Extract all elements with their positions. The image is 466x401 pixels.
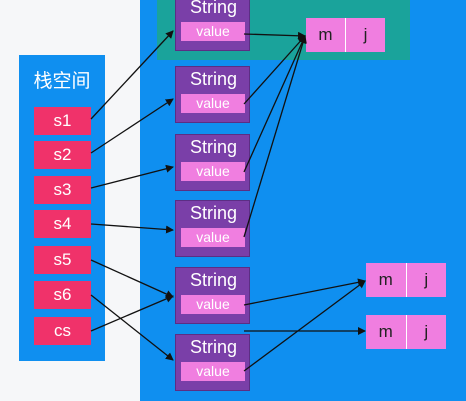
stack-var-s6: s6	[34, 281, 91, 309]
stack-var-s4: s4	[34, 210, 91, 238]
string-object-4: String value	[175, 200, 250, 257]
string-object-label: String	[189, 137, 238, 157]
string-object-label: String	[189, 337, 238, 357]
char-array-s5-s6: m j	[366, 263, 446, 297]
stack-var-s5: s5	[34, 246, 91, 274]
char-cell: m	[318, 25, 333, 44]
arrow-value-5	[243, 278, 366, 306]
arrow-s4	[90, 223, 174, 234]
arrow-value-4	[243, 35, 307, 238]
stack-area	[19, 55, 105, 361]
arrow-value-1	[243, 31, 306, 40]
value-field: value	[181, 22, 245, 41]
value-field: value	[181, 362, 245, 381]
char-cell: m	[378, 322, 393, 341]
char-cell: j	[405, 315, 447, 349]
arrow-value-6	[243, 280, 366, 372]
char-cell: j	[345, 18, 385, 52]
string-object-label: String	[189, 0, 238, 17]
arrow-s2	[90, 98, 174, 154]
arrow-s3	[90, 164, 174, 189]
string-object-label: String	[189, 270, 238, 290]
string-object-label: String	[189, 203, 238, 223]
char-cell: j	[405, 263, 447, 297]
arrow-value-3	[243, 35, 306, 173]
value-field: value	[181, 94, 245, 113]
stack-title: 栈空间	[33, 71, 91, 92]
string-object-5: String value	[175, 267, 250, 324]
arrow-s5	[90, 259, 174, 298]
char-array-cs: m j	[366, 315, 446, 349]
arrow-cs	[90, 295, 174, 332]
string-object-6: String value	[175, 334, 250, 391]
value-field: value	[181, 162, 245, 181]
stack-var-cs: cs	[34, 317, 91, 345]
string-object-3: String value	[175, 134, 250, 191]
stack-var-s2: s2	[34, 141, 91, 169]
stack-var-s1: s1	[34, 107, 91, 135]
string-object-label: String	[189, 69, 238, 89]
arrow-s6	[90, 294, 174, 361]
stack-var-s3: s3	[34, 176, 91, 204]
arrow-s1	[90, 30, 174, 120]
char-array-shared: m j	[306, 18, 385, 52]
value-field: value	[181, 228, 245, 247]
value-field: value	[181, 295, 245, 314]
string-object-1: String value	[175, 0, 250, 51]
string-object-2: String value	[175, 66, 250, 123]
char-cell: m	[378, 270, 393, 289]
arrow-value-2	[243, 35, 306, 105]
